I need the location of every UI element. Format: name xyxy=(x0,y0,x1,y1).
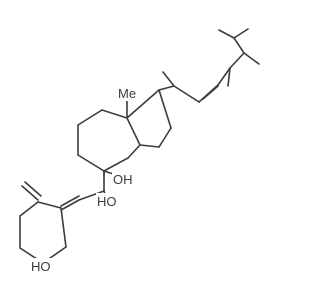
bond xyxy=(24,181,42,197)
bond xyxy=(162,71,175,87)
bond xyxy=(233,37,245,54)
cyclopentane-ring xyxy=(126,89,172,148)
side-chain xyxy=(158,28,260,103)
bond xyxy=(21,185,39,201)
bond xyxy=(60,207,67,248)
bond xyxy=(202,85,219,100)
label-bg xyxy=(112,171,134,187)
hydroxyl-label-ring: OH xyxy=(113,172,133,187)
bond xyxy=(139,144,160,148)
bond xyxy=(60,195,80,207)
bond xyxy=(158,89,172,129)
bond xyxy=(101,109,128,119)
bond xyxy=(173,85,200,103)
bond xyxy=(78,190,105,201)
label-bg xyxy=(30,258,52,274)
bond xyxy=(158,127,172,148)
hydroxyl-label-chain: HO xyxy=(97,194,117,209)
label-bg xyxy=(117,85,139,101)
bond xyxy=(126,89,160,119)
bond xyxy=(158,85,175,91)
bond xyxy=(127,144,141,159)
methyl-label: Me xyxy=(118,86,136,101)
bond xyxy=(19,201,39,217)
bond xyxy=(243,52,260,65)
bond xyxy=(37,201,62,209)
bond xyxy=(227,67,231,87)
label-bg xyxy=(96,193,118,209)
bond xyxy=(103,157,129,172)
hydroxyl-label-cyclohexane: HO xyxy=(31,259,51,274)
cyclohexane-ring xyxy=(77,97,141,172)
bond xyxy=(77,154,105,172)
bond xyxy=(77,109,103,126)
bond xyxy=(233,28,249,39)
bond xyxy=(60,199,80,211)
bond xyxy=(217,67,231,86)
cyclohexane-lower-ring xyxy=(19,181,67,264)
bond xyxy=(126,117,141,146)
bond xyxy=(229,52,245,69)
molecule-diagram: HO OH HO Me xyxy=(19,28,260,274)
bond xyxy=(218,29,235,39)
